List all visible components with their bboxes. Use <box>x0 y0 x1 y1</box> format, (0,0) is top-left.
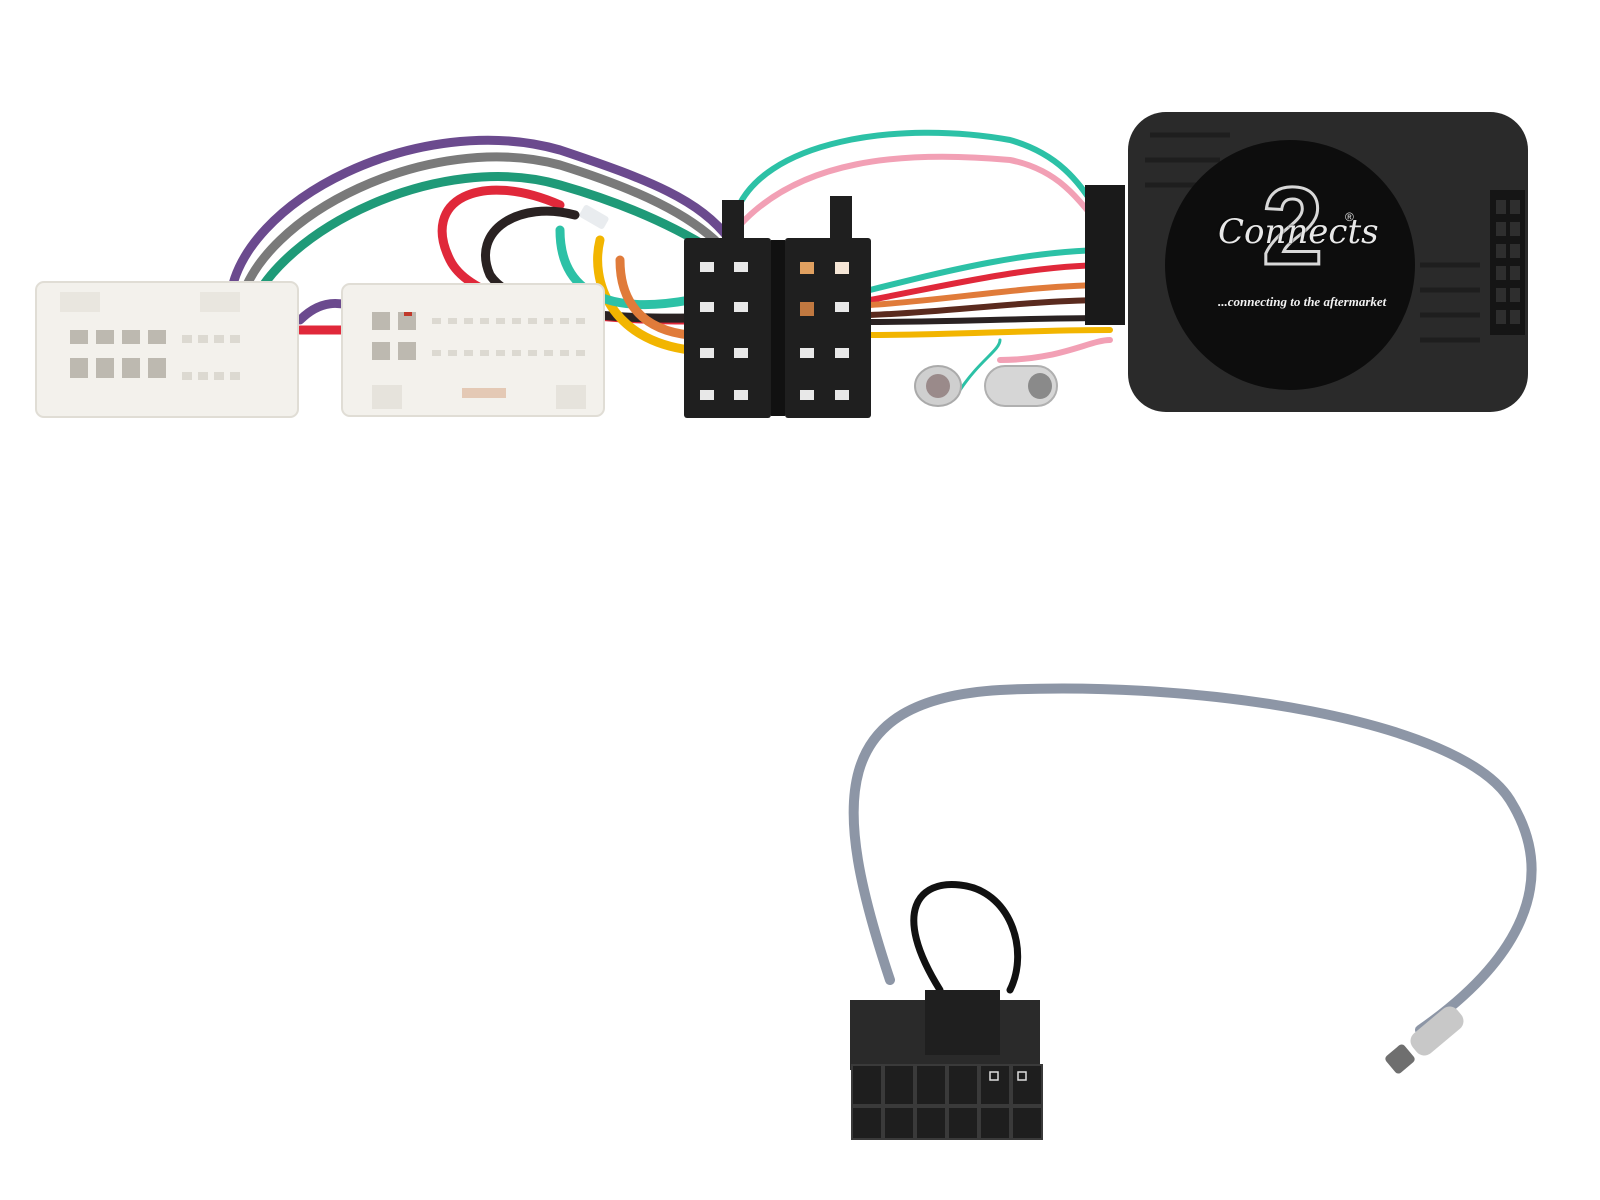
logo-registered-mark: ® <box>1345 210 1354 224</box>
logo-brand-text: Connects <box>1218 212 1379 252</box>
iso-connector-pair <box>684 196 871 418</box>
patch-lead-jack-plug <box>1385 1006 1464 1074</box>
white-vehicle-connector-right <box>341 283 605 417</box>
white-vehicle-connector-left <box>35 281 299 418</box>
wire-bundle <box>225 135 735 355</box>
interface-module-box <box>1085 112 1528 412</box>
patch-lead-molex-connector <box>850 990 1043 1140</box>
cable-tie <box>579 205 609 229</box>
antenna-adapters <box>914 365 1058 407</box>
logo-numeral: 2 <box>1260 165 1324 288</box>
module-wires <box>732 129 1113 392</box>
patch-lead <box>848 683 1537 1035</box>
logo-tagline: ...connecting to the aftermarket <box>1218 294 1387 309</box>
